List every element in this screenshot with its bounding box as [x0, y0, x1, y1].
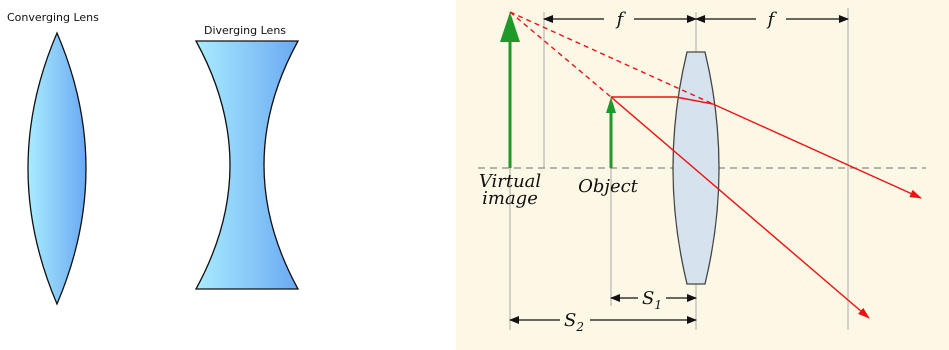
object-label: Object: [578, 176, 639, 197]
converging-lens-shape: [672, 51, 720, 285]
diverging-lens-title: Diverging Lens: [204, 24, 287, 37]
virtual-image-arrow-head: [500, 12, 520, 42]
lens-types-panel: Converging Lens Diverging Lens: [0, 0, 450, 350]
magnifier-diagram-panel: f f Virtual image Object S1 S2: [456, 0, 949, 350]
virtual-ray-lower: [509, 11, 612, 98]
focal-length-label-right: f: [766, 9, 778, 30]
diverging-lens: [194, 40, 300, 290]
lens-shapes: [27, 31, 300, 306]
focal-length-label-left: f: [615, 9, 627, 30]
ray-diagram: f f Virtual image Object S1 S2: [478, 8, 926, 334]
ray-through-center: [610, 96, 870, 319]
converging-lens-title: Converging Lens: [7, 11, 99, 24]
converging-lens: [27, 31, 87, 306]
ray-parallel: [611, 96, 922, 199]
object-arrow-head: [606, 97, 616, 113]
s1-label: S1: [642, 288, 662, 312]
virtual-image-label-line1: Virtual: [479, 171, 542, 192]
virtual-ray-upper: [509, 11, 714, 105]
virtual-image-label-line2: image: [482, 188, 538, 209]
s2-label: S2: [564, 310, 584, 334]
